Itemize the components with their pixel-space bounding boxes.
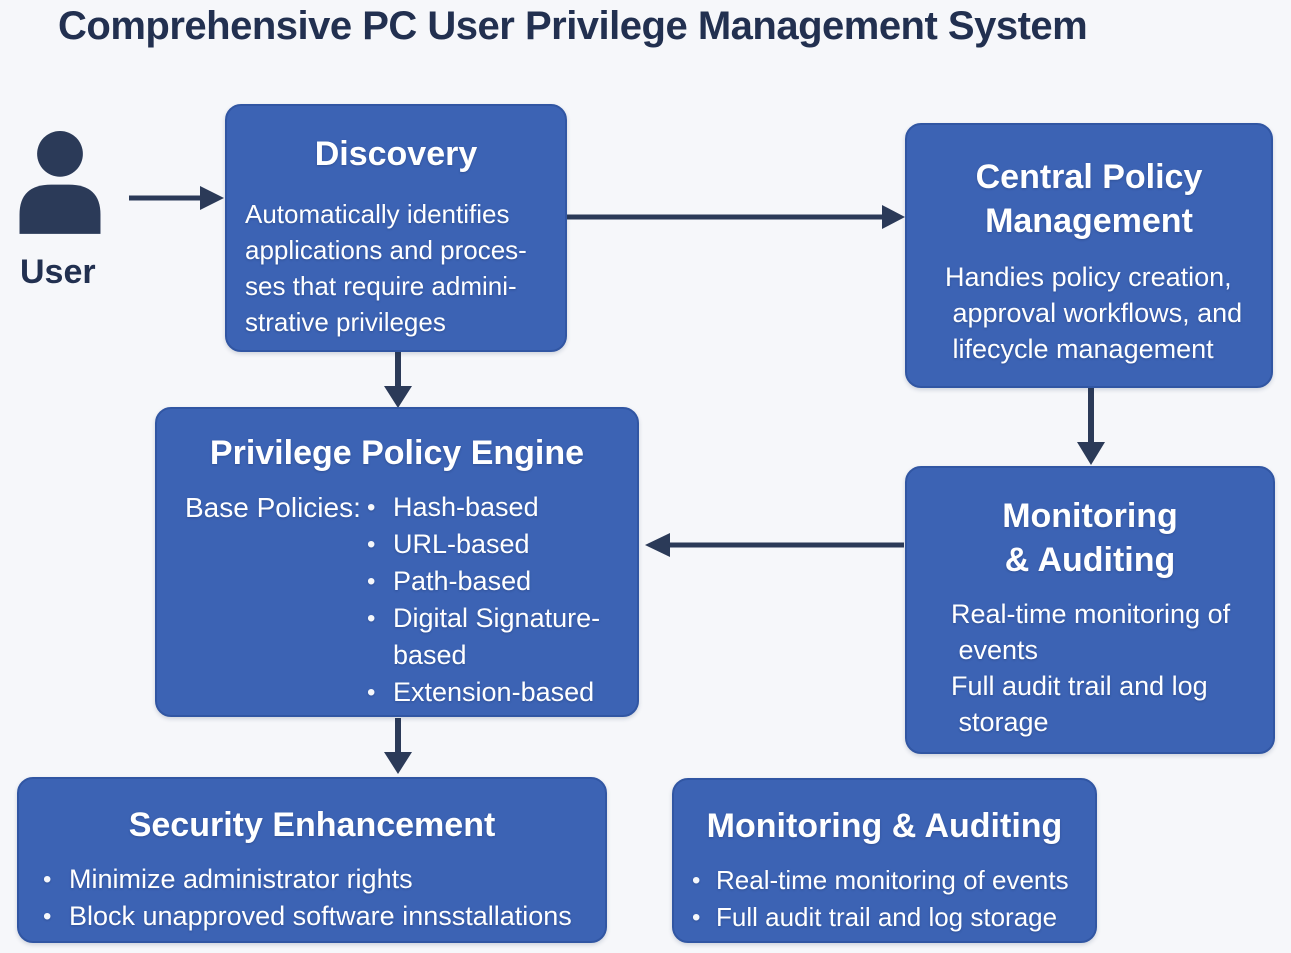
security-list: •Minimize administrator rights •Block un… <box>19 861 605 935</box>
box-monitoring-title: Monitoring & Auditing <box>1002 497 1178 579</box>
arrow-user-to-discovery <box>129 186 224 210</box>
box-monitoring-auditing: Monitoring & Auditing Real-time monitori… <box>905 466 1275 754</box>
user-label: User <box>20 253 96 291</box>
list-item: •Real-time monitoring of events <box>692 862 1095 899</box>
bullet-icon: • <box>43 903 52 930</box>
page-title: Comprehensive PC User Privilege Manageme… <box>58 4 1088 48</box>
box-discovery-body: Automatically identifies applications an… <box>245 199 527 337</box>
bullet-icon: • <box>367 531 376 558</box>
box-monitoring-bottom-title: Monitoring & Auditing <box>706 807 1063 845</box>
bullet-icon: • <box>692 904 701 931</box>
arrow-discovery-to-policy-engine <box>384 351 412 408</box>
base-policies-list: •Hash-based •URL-based •Path-based •Digi… <box>367 489 600 711</box>
box-security-title: Security Enhancement <box>128 806 496 844</box>
bullet-icon: • <box>43 866 52 893</box>
box-central-policy-title: Central Policy Management <box>975 158 1203 240</box>
bullet-icon: • <box>692 867 701 894</box>
box-discovery: Discovery Automatically identifies appli… <box>225 104 567 352</box>
list-item: •URL-based <box>367 526 600 563</box>
arrow-central-policy-to-monitoring <box>1077 388 1105 465</box>
user-figure: User <box>16 130 116 292</box>
arrow-monitoring-to-policy-engine <box>645 533 904 557</box>
bullet-icon: • <box>367 679 376 706</box>
policy-engine-content: Base Policies: •Hash-based •URL-based •P… <box>157 489 637 711</box>
list-item: •Hash-based <box>367 489 600 526</box>
box-central-policy-body: Handies policy creation, approval workfl… <box>945 262 1243 364</box>
list-item: •Minimize administrator rights <box>43 861 605 898</box>
base-policies-label: Base Policies: <box>185 492 361 523</box>
box-discovery-title: Discovery <box>314 135 478 173</box>
box-security-enhancement: Security Enhancement •Minimize administr… <box>17 777 607 943</box>
bullet-icon: • <box>367 605 376 632</box>
box-privilege-policy-engine: Privilege Policy Engine Base Policies: •… <box>155 407 639 717</box>
arrow-discovery-to-central-policy <box>567 205 905 229</box>
box-central-policy-management: Central Policy Management Handies policy… <box>905 123 1273 388</box>
list-item: •Digital Signature- based <box>367 600 600 674</box>
user-icon <box>19 130 101 234</box>
monitoring-bottom-list: •Real-time monitoring of events •Full au… <box>674 862 1095 936</box>
bullet-icon: • <box>367 494 376 521</box>
bullet-icon: • <box>367 568 376 595</box>
list-item: •Extension-based <box>367 674 600 711</box>
list-item: •Block unapproved software innsstallatio… <box>43 898 605 935</box>
arrow-policy-engine-to-security <box>384 718 412 774</box>
box-monitoring-body: Real-time monitoring of events Full audi… <box>951 599 1231 737</box>
box-policy-engine-title: Privilege Policy Engine <box>209 434 585 472</box>
box-monitoring-auditing-bottom: Monitoring & Auditing •Real-time monitor… <box>672 778 1097 943</box>
list-item: •Path-based <box>367 563 600 600</box>
list-item: •Full audit trail and log storage <box>692 899 1095 936</box>
